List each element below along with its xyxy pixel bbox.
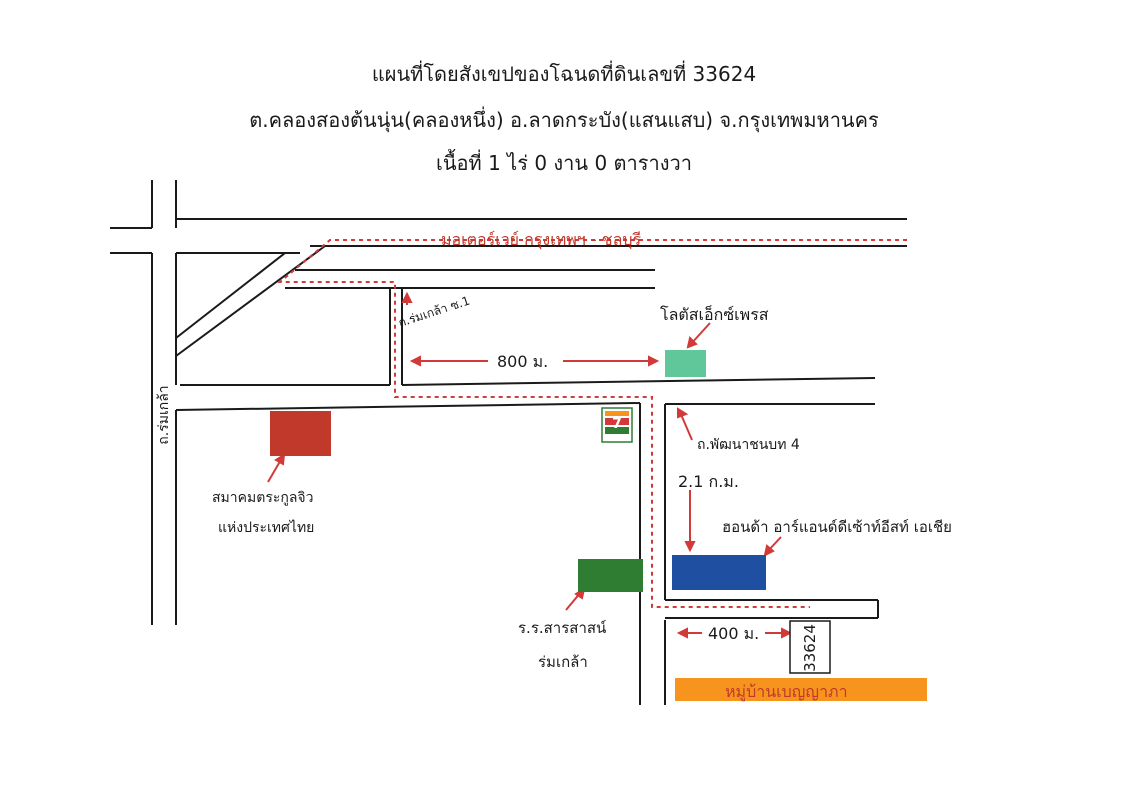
lotus-box bbox=[665, 350, 706, 377]
arrows bbox=[267, 291, 793, 639]
distance-2-1km-label: 2.1 ก.ม. bbox=[678, 472, 739, 491]
school-label-line1: ร.ร.สารสาสน์ bbox=[518, 619, 606, 637]
map-title: แผนที่โดยสังเขปของโฉนดที่ดินเลขที่ 33624 bbox=[371, 62, 757, 86]
village-box bbox=[675, 678, 927, 701]
phatthana-road-label: ถ.พัฒนาชนบท 4 bbox=[697, 437, 800, 453]
seven-eleven-logo-icon: 7 bbox=[601, 407, 633, 443]
road-lines bbox=[110, 180, 907, 705]
svg-text:7: 7 bbox=[612, 416, 622, 432]
romklao-road-label: ถ.ร่มเกล้า bbox=[156, 385, 172, 444]
honda-label: ฮอนด้า อาร์แอนด์ดีเซ้าท์อีสท์ เอเชีย bbox=[722, 518, 952, 536]
association-label-line1: สมาคมตระกูลจิว bbox=[212, 490, 313, 506]
distance-800-label: 800 ม. bbox=[497, 352, 548, 371]
distance-400-label: 400 ม. bbox=[708, 624, 759, 643]
honda-box bbox=[672, 555, 766, 590]
map-location: ต.คลองสองต้นนุ่น(คลองหนึ่ง) อ.ลาดกระบัง(… bbox=[249, 108, 879, 132]
school-label-line2: ร่มเกล้า bbox=[538, 653, 588, 671]
village-label: หมู่บ้านเบญญาภา bbox=[725, 682, 848, 702]
plot-box bbox=[789, 620, 831, 674]
lotus-label: โลตัสเอ็กซ์เพรส bbox=[660, 304, 769, 324]
plot-number: 33624 bbox=[801, 624, 819, 672]
route-path bbox=[277, 239, 907, 608]
association-label-line2: แห่งประเทศไทย bbox=[218, 519, 314, 536]
map-area: เนื้อที่ 1 ไร่ 0 งาน 0 ตารางวา bbox=[436, 151, 692, 175]
association-box bbox=[270, 411, 331, 456]
motorway-label: มอเตอร์เวย์ กรุงเทพฯ - ชลบุรี bbox=[441, 230, 642, 250]
school-box bbox=[578, 559, 643, 592]
